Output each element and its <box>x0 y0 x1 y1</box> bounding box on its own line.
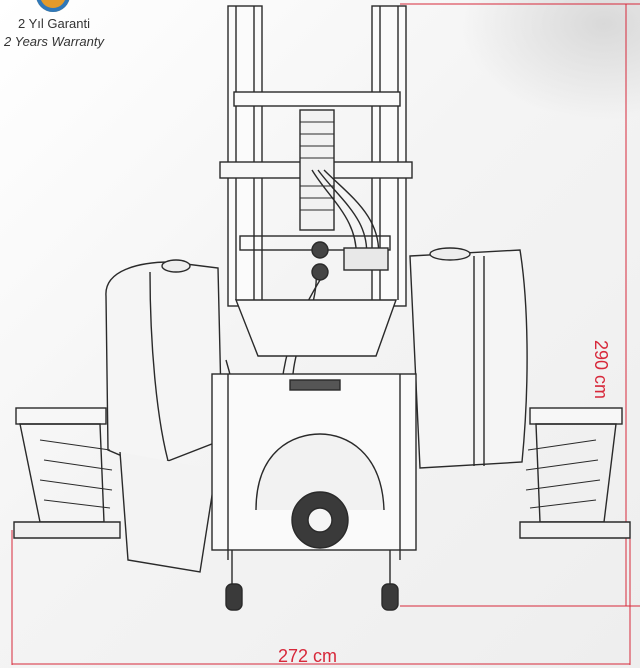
dimension-lines <box>11 3 640 665</box>
background-shade <box>460 0 640 120</box>
width-dimension-label: 272 cm <box>278 646 338 666</box>
warranty-text-tr: 2 Yıl Garanti <box>17 16 91 31</box>
machine-outline <box>13 5 631 611</box>
warranty-text-en: 2 Years Warranty <box>4 34 104 49</box>
warranty-badge: 2 Yıl Garanti 2 Years Warranty <box>2 0 106 56</box>
warranty-seal-icon <box>36 0 70 12</box>
height-dimension-label: 290 cm <box>591 340 611 400</box>
